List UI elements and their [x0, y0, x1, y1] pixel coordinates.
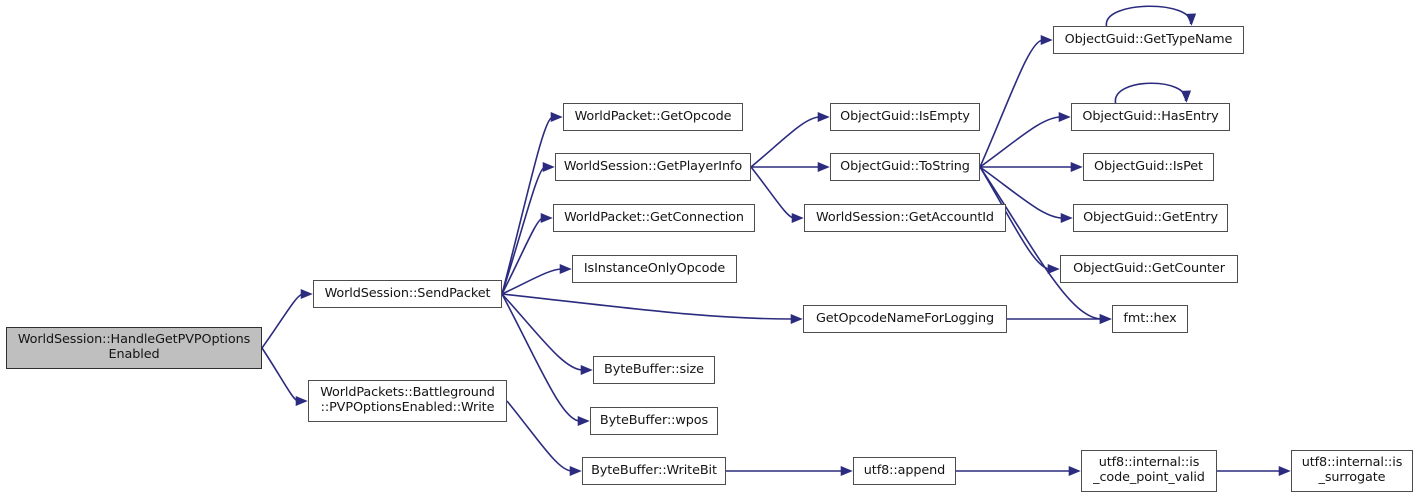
edge-opcodename-to-fmthex-arrowhead — [1099, 313, 1112, 325]
edge-getplayerinfo-to-getaccountid-arrowhead — [791, 212, 804, 224]
graph-node-getopcode[interactable]: WorldPacket::GetOpcode — [563, 103, 743, 131]
edge-sendpacket-to-opcodename-arrowhead — [790, 313, 803, 325]
graph-node-getaccountid[interactable]: WorldSession::GetAccountId — [804, 204, 1006, 232]
edge-tostring-to-gettypename — [979, 39, 1044, 168]
edge-tostring-to-getentry-arrowhead — [1060, 212, 1073, 224]
edge-sendpacket-to-opcodename — [501, 293, 794, 320]
edge-tostring-to-ispet-arrowhead — [1070, 161, 1083, 173]
graph-node-gettypename[interactable]: ObjectGuid::GetTypeName — [1053, 26, 1244, 54]
graph-node-bbsize[interactable]: ByteBuffer::size — [593, 356, 715, 384]
edge-sendpacket-to-isinstance — [501, 268, 563, 295]
graph-node-issurrogate[interactable]: utf8::internal::is _surrogate — [1291, 450, 1413, 492]
graph-node-iscodepoint[interactable]: utf8::internal::is _code_point_valid — [1081, 450, 1217, 492]
edge-utf8append-to-iscodepoint-arrowhead — [1068, 465, 1081, 477]
edge-sendpacket-to-getconnection-arrowhead — [540, 212, 553, 224]
edge-sendpacket-to-isinstance-arrowhead — [559, 263, 572, 275]
graph-node-hasentry[interactable]: ObjectGuid::HasEntry — [1071, 103, 1230, 131]
edge-tostring-to-hasentry-arrowhead — [1058, 111, 1071, 123]
graph-node-ispet[interactable]: ObjectGuid::IsPet — [1083, 153, 1214, 181]
graph-node-root[interactable]: WorldSession::HandleGetPVPOptions Enable… — [6, 327, 262, 369]
edge-hasentry-to-hasentry — [1114, 82, 1187, 104]
edge-tostring-to-gettypename-arrowhead — [1040, 34, 1053, 46]
graph-node-bbwpos[interactable]: ByteBuffer::wpos — [590, 407, 718, 435]
graph-node-bbwritebit[interactable]: ByteBuffer::WriteBit — [582, 457, 726, 485]
graph-node-opcodename[interactable]: GetOpcodeNameForLogging — [803, 305, 1007, 333]
edge-gettypename-to-gettypename-arrowhead — [1186, 13, 1197, 26]
edge-pvpwrite-to-bbwritebit-arrowhead — [569, 465, 582, 477]
edge-root-to-sendpacket-arrowhead — [300, 288, 313, 300]
edge-tostring-to-getcounter-arrowhead — [1047, 263, 1060, 275]
edge-root-to-pvpwrite-arrowhead — [295, 395, 308, 407]
graph-node-isinstance[interactable]: IsInstanceOnlyOpcode — [572, 255, 737, 283]
graph-node-fmthex[interactable]: fmt::hex — [1112, 305, 1188, 333]
graph-node-getconnection[interactable]: WorldPacket::GetConnection — [553, 204, 755, 232]
edge-pvpwrite-to-bbwritebit — [506, 400, 573, 472]
edge-sendpacket-to-getopcode — [501, 116, 554, 295]
edge-getplayerinfo-to-isempty-arrowhead — [817, 111, 830, 123]
edge-bbwritebit-to-utf8append-arrowhead — [840, 465, 853, 477]
graph-node-tostring[interactable]: ObjectGuid::ToString — [830, 153, 980, 181]
edge-getplayerinfo-to-tostring-arrowhead — [817, 161, 830, 173]
edge-tostring-to-getentry — [979, 166, 1064, 219]
edge-tostring-to-fmthex — [979, 166, 1103, 320]
graph-node-sendpacket[interactable]: WorldSession::SendPacket — [313, 280, 502, 308]
graph-node-getplayerinfo[interactable]: WorldSession::GetPlayerInfo — [555, 153, 751, 181]
edge-sendpacket-to-getplayerinfo-arrowhead — [542, 161, 555, 173]
graph-node-isempty[interactable]: ObjectGuid::IsEmpty — [830, 103, 980, 131]
edge-sendpacket-to-getopcode-arrowhead — [550, 111, 563, 123]
edge-tostring-to-hasentry — [979, 116, 1062, 168]
graph-node-getcounter[interactable]: ObjectGuid::GetCounter — [1060, 255, 1238, 283]
graph-node-pvpwrite[interactable]: WorldPackets::Battleground ::PVPOptionsE… — [308, 380, 507, 422]
graph-node-getentry[interactable]: ObjectGuid::GetEntry — [1073, 204, 1228, 232]
edge-getplayerinfo-to-isempty — [750, 116, 821, 168]
edge-sendpacket-to-getplayerinfo — [501, 166, 546, 295]
edge-root-to-pvpwrite — [261, 347, 299, 402]
edge-iscodepoint-to-issurrogate-arrowhead — [1278, 465, 1291, 477]
edge-sendpacket-to-bbsize-arrowhead — [580, 364, 593, 376]
edge-hasentry-to-hasentry-arrowhead — [1180, 90, 1192, 103]
edge-getplayerinfo-to-getaccountid — [750, 166, 795, 219]
graph-node-utf8append[interactable]: utf8::append — [853, 457, 956, 485]
edge-sendpacket-to-bbsize — [501, 293, 584, 371]
edge-root-to-sendpacket — [261, 293, 304, 349]
edge-sendpacket-to-bbwpos-arrowhead — [577, 415, 590, 427]
edge-gettypename-to-gettypename — [1105, 5, 1192, 27]
edge-sendpacket-to-bbwpos — [501, 293, 581, 422]
